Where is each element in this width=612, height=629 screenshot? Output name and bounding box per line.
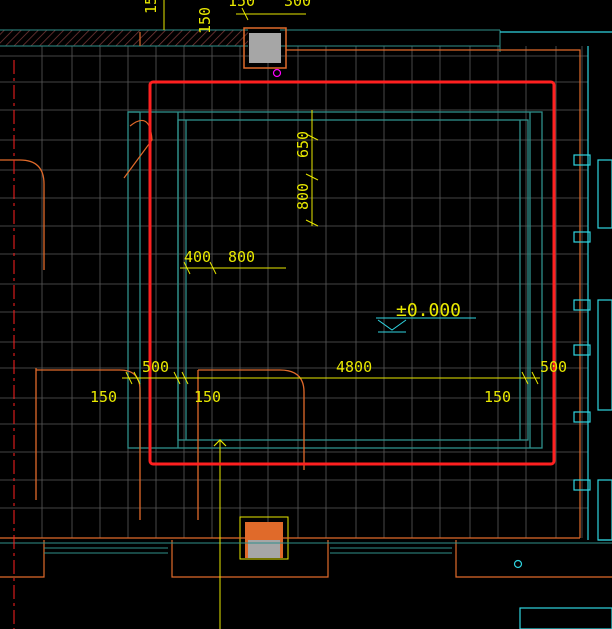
dim-top-right: 300 (284, 0, 311, 10)
selection-rectangle[interactable] (148, 80, 556, 466)
right-wall (500, 31, 612, 629)
dim-left-150: 150 (90, 388, 117, 406)
dim-h-400: 400 (184, 248, 211, 266)
top-wall-hatch (0, 29, 501, 52)
top-column (238, 27, 290, 83)
dim-top-left-1: 150 (142, 0, 160, 14)
elevation-marker: ±0.000 (376, 300, 476, 333)
dimension-texts: 150 150 150 300 650 800 400 800 500 4800… (90, 0, 567, 406)
column-marker (272, 68, 282, 78)
bottom-wall-lines (0, 542, 612, 569)
dim-top-left-3: 150 (228, 0, 255, 10)
dim-v-800: 800 (294, 183, 312, 210)
elevation-label: ±0.000 (396, 300, 461, 321)
outer-boundary (0, 32, 612, 578)
dim-h-800: 800 (228, 248, 255, 266)
dim-top-left-2: 150 (196, 7, 214, 34)
axis-lines (13, 60, 227, 629)
dim-mid-150: 150 (194, 388, 221, 406)
dimension-lines (122, 0, 540, 385)
dim-span-4800: 4800 (336, 358, 372, 376)
bottom-column (239, 516, 289, 560)
dim-right-150: 150 (484, 388, 511, 406)
dim-v-650: 650 (294, 131, 312, 158)
pool-wall (127, 111, 543, 449)
dim-right-500: 500 (540, 358, 567, 376)
dim-left-500: 500 (142, 358, 169, 376)
